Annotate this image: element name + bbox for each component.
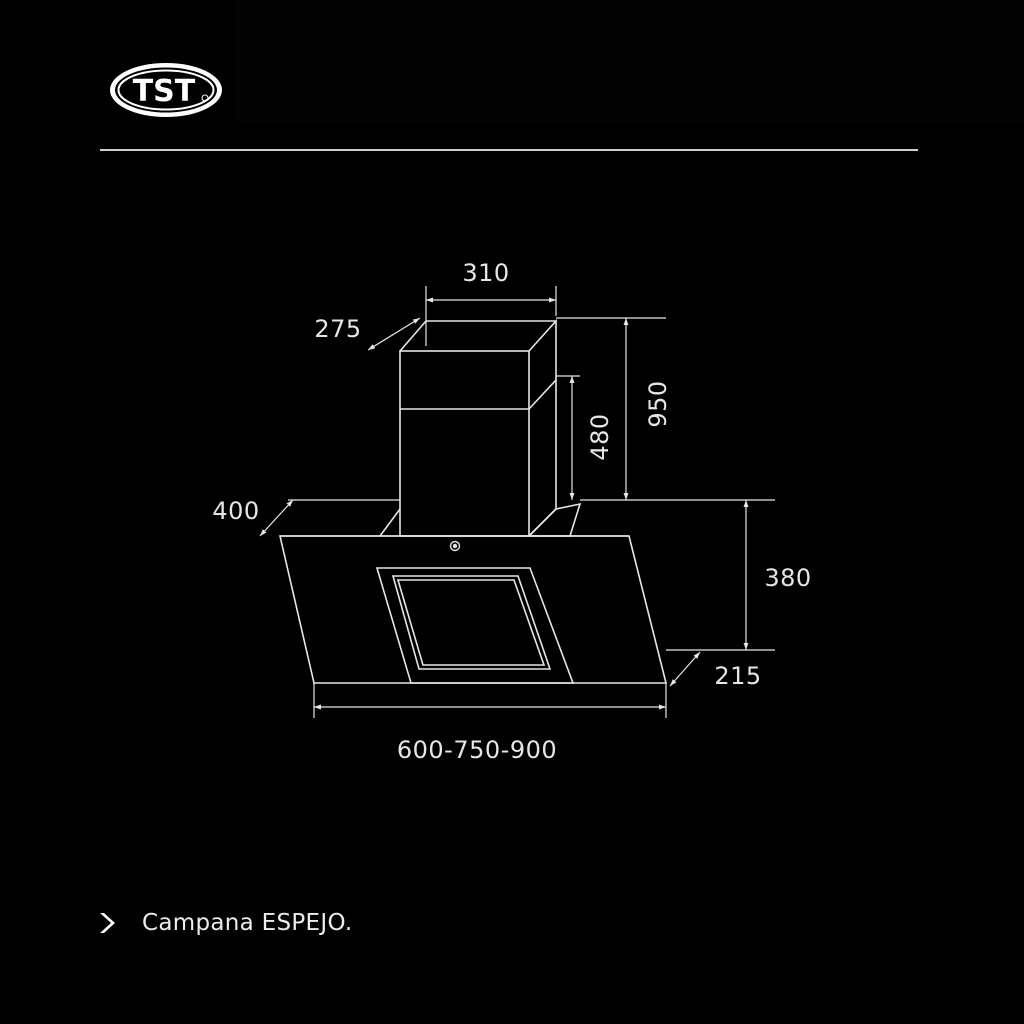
dim-label-480: 480: [586, 413, 614, 460]
control-knob-icon: [449, 540, 461, 552]
dim-label-950: 950: [644, 380, 672, 427]
canopy-body: [278, 535, 668, 684]
window-outer: [375, 567, 575, 684]
canopy-top-right: [528, 502, 582, 537]
header-divider: [100, 149, 918, 151]
window-inner: [391, 575, 552, 670]
logo-black-ring: [115, 67, 217, 113]
header-panel: [236, 0, 1024, 122]
canopy-top-left: [280, 508, 401, 537]
registered-mark-icon: [201, 94, 209, 102]
dim-line-215: [669, 651, 701, 687]
hood-outline: [278, 318, 668, 684]
dim-label-400: 400: [212, 497, 259, 525]
dim-label-215: 215: [714, 662, 761, 690]
logo-text: TST: [133, 74, 196, 109]
dim-label-310: 310: [462, 259, 509, 287]
dimension-labels: 310 275 950 480 400 380 215 600-750-900: [212, 259, 811, 764]
dim-label-width: 600-750-900: [397, 736, 557, 764]
logo-inner-ring: [117, 69, 215, 111]
caption-text: Campana ESPEJO.: [142, 910, 353, 936]
dim-label-380: 380: [764, 564, 811, 592]
caption-row: Campana ESPEJO.: [96, 906, 353, 940]
dim-line-400: [259, 499, 294, 537]
chevron-right-icon: [100, 913, 115, 933]
window-glass: [396, 579, 546, 666]
dimension-lines: [259, 286, 775, 718]
dim-label-275: 275: [314, 315, 361, 343]
tst-logo: TST: [110, 63, 222, 117]
chimney-side: [528, 318, 557, 537]
chimney-step-line: [528, 379, 557, 410]
dim-line-275: [367, 317, 421, 351]
chimney-front: [399, 350, 530, 537]
